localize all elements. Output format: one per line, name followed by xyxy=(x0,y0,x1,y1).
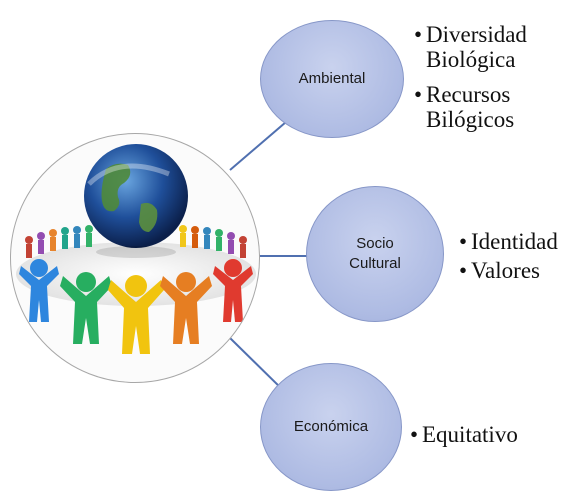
node-ambiental-label: Ambiental xyxy=(298,70,366,87)
bullet-text: Valores xyxy=(471,258,540,283)
bullet-text: Identidad xyxy=(471,229,558,254)
globe-with-people-circle-icon xyxy=(10,133,260,383)
bullet-item: • Valores xyxy=(459,258,558,283)
bullet-text: Diversidad xyxy=(426,22,527,47)
bullet-dot: • xyxy=(459,258,468,283)
node-ambiental: Ambiental xyxy=(260,20,404,138)
bullets-economica: • Equitativo xyxy=(410,422,518,447)
bullet-dot: • xyxy=(410,422,419,447)
bullet-text: Biológica xyxy=(426,47,516,72)
bullet-dot: • xyxy=(459,229,468,254)
bullets-socio-cultural: • Identidad • Valores xyxy=(459,229,558,283)
front-row-people xyxy=(19,259,253,354)
bullet-text: Bilógicos xyxy=(426,107,515,132)
node-socio-cultural: Socio Cultural xyxy=(306,186,444,322)
node-economica-label: Económica xyxy=(293,418,369,435)
connector-economica xyxy=(229,337,286,393)
back-row-people xyxy=(25,225,247,258)
bullet-item: • Equitativo xyxy=(410,422,518,447)
bullet-item: • Diversidad Biológica xyxy=(414,22,527,72)
bullet-text: Equitativo xyxy=(422,422,518,447)
globe-people-illustration xyxy=(16,144,256,354)
bullets-ambiental: • Diversidad Biológica • Recursos Bilógi… xyxy=(414,22,527,132)
bullet-item: • Recursos Bilógicos xyxy=(414,82,527,132)
bullet-dot: • xyxy=(414,82,423,107)
node-socio-cultural-label-line2: Cultural xyxy=(349,255,401,272)
bullet-dot: • xyxy=(414,22,423,47)
globe xyxy=(84,144,188,258)
node-economica: Económica xyxy=(260,363,402,491)
bullet-text: Recursos xyxy=(426,82,511,107)
node-socio-cultural-label-line1: Socio xyxy=(356,235,394,252)
bullet-item: • Identidad xyxy=(459,229,558,254)
